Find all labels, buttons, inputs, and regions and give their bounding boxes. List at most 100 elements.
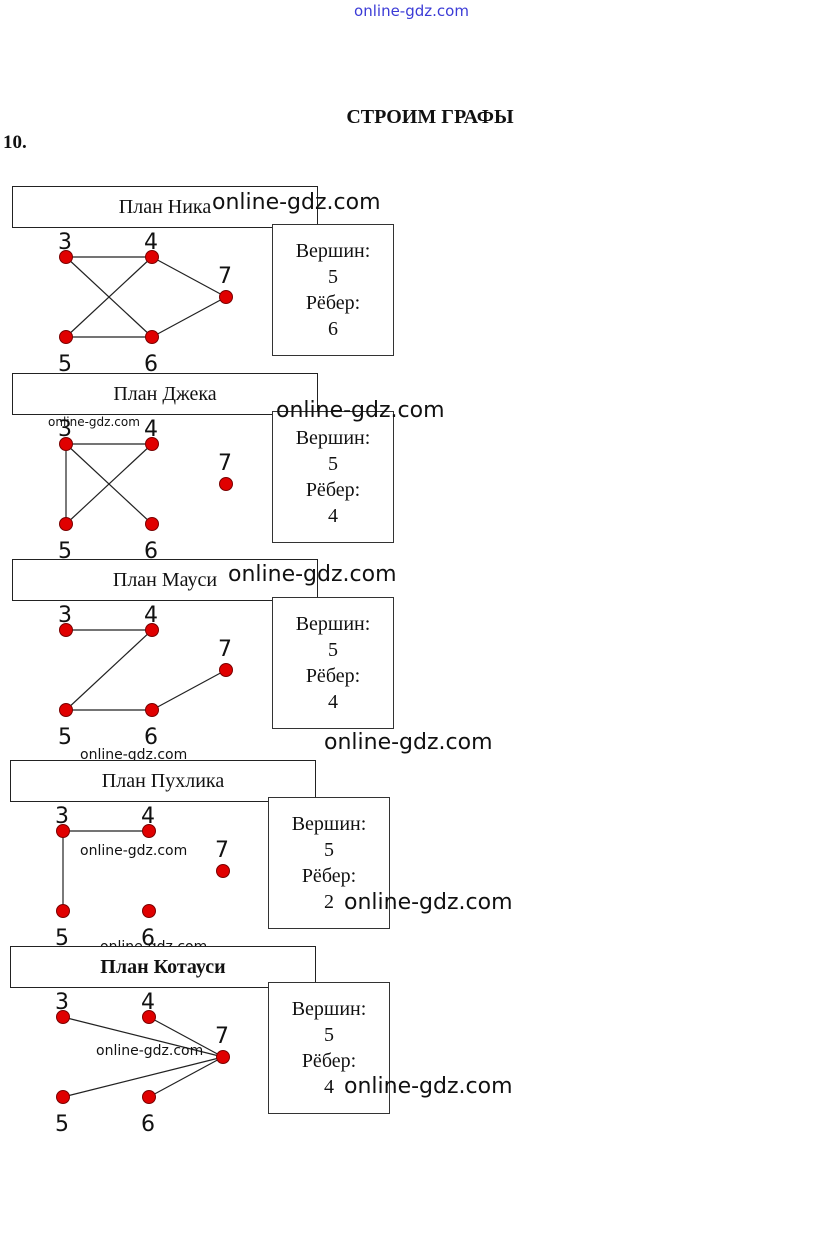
graph-node-label: 7 [218, 264, 232, 289]
graph-node-5 [59, 517, 73, 531]
edges-label: Рёбер: [305, 479, 361, 501]
graph-edge-5-7 [62, 1056, 224, 1098]
graph-node-5 [59, 330, 73, 344]
stats-box: Вершин: 5 Рёбер: 6 [272, 224, 394, 356]
watermark: online-gdz.com [276, 398, 445, 423]
graph-node-3 [59, 250, 73, 264]
edges-label: Рёбер: [301, 1050, 357, 1072]
graph-node-5 [59, 703, 73, 717]
vertices-value: 5 [328, 639, 338, 661]
graph-node-label: 6 [141, 926, 155, 951]
graph-edge-6-7 [151, 296, 227, 338]
vertices-label: Вершин: [295, 427, 371, 449]
vertices-value: 5 [328, 266, 338, 288]
graph-node-label: 5 [58, 725, 72, 750]
graph-node-label: 4 [141, 804, 155, 829]
stats-box: Вершин: 5 Рёбер: 4 [268, 982, 390, 1114]
edges-label: Рёбер: [301, 865, 357, 887]
graph-node-3 [59, 437, 73, 451]
graph-node-label: 3 [58, 417, 72, 442]
graph-node-3 [56, 824, 70, 838]
edges-label: Рёбер: [305, 292, 361, 314]
graph-node-7 [219, 477, 233, 491]
plan-title: План Пухлика [101, 769, 225, 792]
graph-edge-4-7 [151, 256, 227, 298]
plan-title: План Джека [113, 382, 217, 405]
graph-node-label: 7 [218, 637, 232, 662]
vertices-label: Вершин: [295, 240, 371, 262]
graph-node-6 [145, 703, 159, 717]
graph-node-4 [145, 623, 159, 637]
watermark: online-gdz.com [324, 730, 493, 755]
graph-node-label: 4 [144, 603, 158, 628]
graph-node-7 [219, 290, 233, 304]
plan-title-box: План Ника [12, 186, 318, 228]
graph-node-label: 5 [58, 539, 72, 564]
graph-node-label: 5 [55, 926, 69, 951]
graph-edge-3-7 [62, 1016, 224, 1058]
graph-edge-4-5 [65, 256, 153, 338]
graph-node-label: 6 [144, 725, 158, 750]
graph-node-label: 5 [55, 1112, 69, 1137]
graph-node-3 [59, 623, 73, 637]
graph-node-label: 3 [58, 603, 72, 628]
graph-node-5 [56, 1090, 70, 1104]
graph-node-4 [142, 824, 156, 838]
graph-node-6 [142, 904, 156, 918]
edges-value: 2 [324, 891, 334, 913]
watermark: online-gdz.com [344, 1074, 513, 1099]
plan-title-box: План Джека [12, 373, 318, 415]
stats-box: Вершин: 5 Рёбер: 4 [272, 597, 394, 729]
edges-label: Рёбер: [305, 665, 361, 687]
edges-value: 4 [328, 505, 338, 527]
plan-title-box: План Мауси [12, 559, 318, 601]
graph-node-7 [219, 663, 233, 677]
vertices-label: Вершин: [291, 998, 367, 1020]
graph-edge-4-5 [65, 443, 153, 525]
graph-node-label: 3 [55, 990, 69, 1015]
graph-node-3 [56, 1010, 70, 1024]
graph-node-5 [56, 904, 70, 918]
plan-title: План Мауси [112, 568, 218, 591]
graph-node-4 [142, 1010, 156, 1024]
watermark: online-gdz.com [344, 890, 513, 915]
graph-node-label: 3 [55, 804, 69, 829]
top-watermark: online-gdz.com [354, 2, 469, 20]
graph-node-label: 7 [215, 1024, 229, 1049]
graph-node-6 [145, 330, 159, 344]
page-title: СТРОИМ ГРАФЫ [346, 106, 514, 128]
watermark: online-gdz.com [96, 1043, 204, 1059]
plan-title: План Ника [118, 195, 212, 218]
graph-node-label: 6 [144, 539, 158, 564]
watermark: online-gdz.com [212, 190, 381, 215]
graph-plan-3: 3 4 5 6 7 [58, 603, 233, 750]
watermark: online-gdz.com [228, 562, 397, 587]
watermark: online-gdz.com [80, 843, 188, 859]
vertices-label: Вершин: [295, 613, 371, 635]
graph-node-label: 4 [144, 417, 158, 442]
graph-node-4 [145, 437, 159, 451]
graph-node-7 [216, 864, 230, 878]
graph-node-label: 5 [58, 352, 72, 377]
task-number: 10. [3, 132, 27, 153]
graph-plan-1: 3 4 5 6 7 [58, 230, 233, 377]
plan-title-box: План Котауси [10, 946, 316, 988]
stats-box: Вершин: 5 Рёбер: 4 [272, 411, 394, 543]
watermark: online-gdz.com [48, 415, 140, 429]
vertices-label: Вершин: [291, 813, 367, 835]
graph-edge-6-7 [148, 1056, 224, 1098]
graph-edge-6-7 [151, 669, 227, 711]
graph-node-6 [145, 517, 159, 531]
graph-node-label: 4 [141, 990, 155, 1015]
graph-node-label: 6 [144, 352, 158, 377]
graph-node-label: 3 [58, 230, 72, 255]
watermark: online-gdz.com [80, 747, 188, 763]
graph-node-label: 4 [144, 230, 158, 255]
edges-value: 4 [328, 691, 338, 713]
graph-node-4 [145, 250, 159, 264]
graph-edge-4-5 [65, 629, 153, 711]
graph-edge-4-7 [148, 1016, 224, 1058]
graph-node-label: 7 [218, 451, 232, 476]
